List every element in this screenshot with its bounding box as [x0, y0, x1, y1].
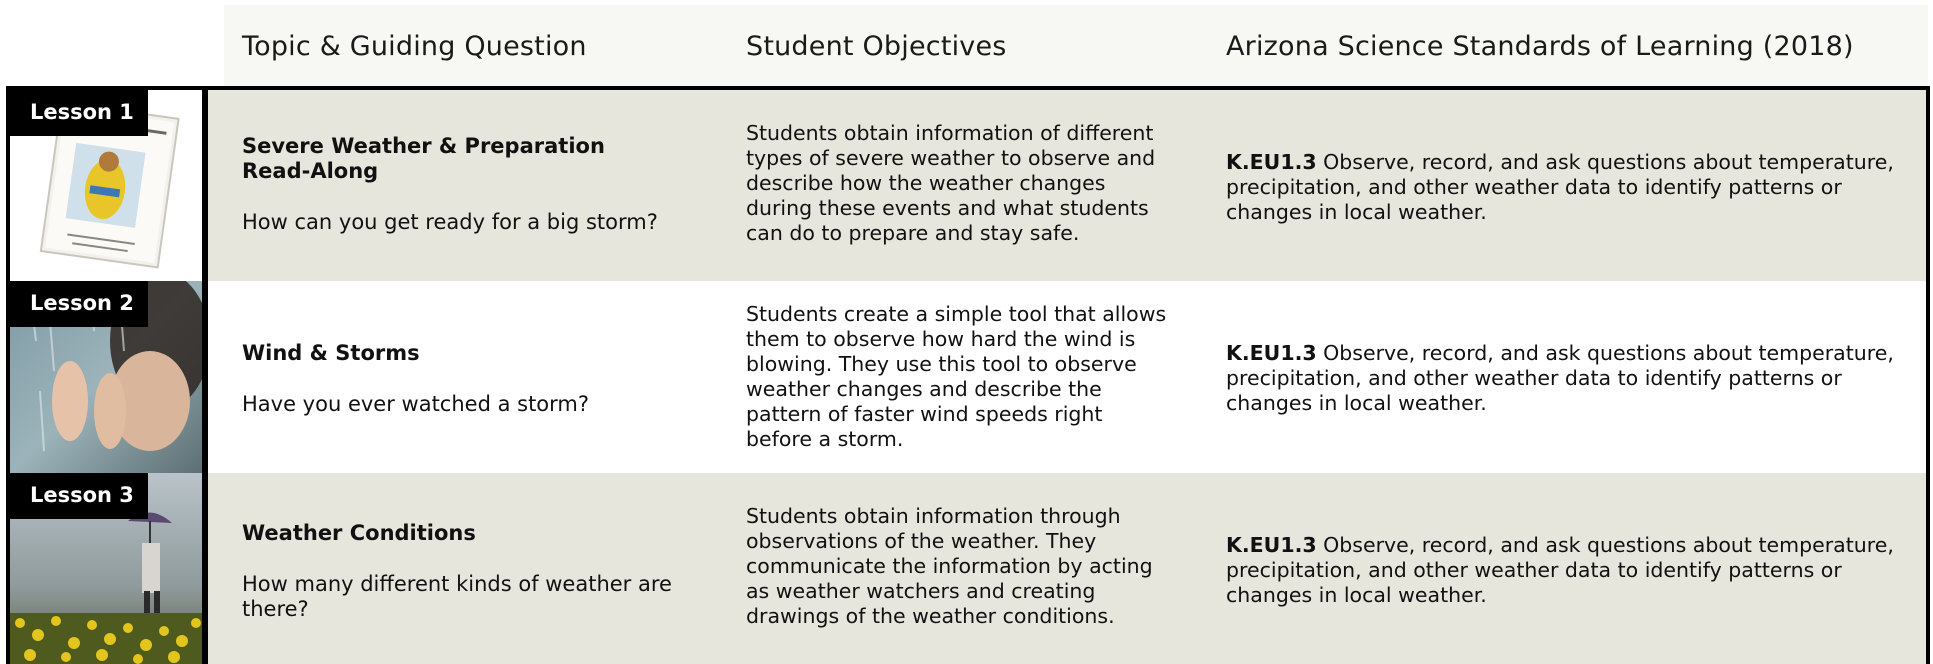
guiding-question: How can you get ready for a big storm? [242, 210, 658, 234]
standard-text: Observe, record, and ask questions about… [1226, 533, 1894, 607]
standards-cell: K.EU1.3 Observe, record, and ask questio… [1226, 533, 1926, 608]
guiding-question: How many different kinds of weather are … [242, 572, 672, 621]
objective-cell: Students obtain information through obse… [746, 504, 1153, 628]
guiding-question: Have you ever watched a storm? [242, 392, 590, 416]
lesson-2-thumbnail: Lesson 2 [10, 281, 202, 473]
lesson-1-thumbnail: Lesson 1 [10, 90, 202, 281]
column-header-topic: Topic & Guiding Question [242, 31, 587, 62]
standard-text: Observe, record, and ask questions about… [1226, 341, 1894, 415]
topic-title: Wind & Storms [242, 341, 420, 365]
standard-code: K.EU1.3 [1226, 533, 1317, 557]
table-header: Topic & Guiding Question Student Objecti… [224, 5, 1928, 86]
thumbnail-divider [202, 281, 208, 473]
standard-code: K.EU1.3 [1226, 341, 1317, 365]
objective-cell: Students create a simple tool that allow… [746, 302, 1167, 451]
topic-cell: Severe Weather & Preparation Read-Along … [242, 134, 702, 235]
standards-cell: K.EU1.3 Observe, record, and ask questio… [1226, 341, 1926, 416]
table-row: Lesson 1 Severe Weather & Preparation Re… [10, 90, 1926, 281]
topic-cell: Weather Conditions How many different ki… [242, 521, 722, 622]
table-row: Lesson 2 Wind & Storms Have you ever wat… [10, 281, 1926, 473]
standard-code: K.EU1.3 [1226, 150, 1317, 174]
column-header-standards: Arizona Science Standards of Learning (2… [1226, 31, 1854, 62]
lesson-3-thumbnail: Lesson 3 [10, 473, 202, 664]
objective-cell: Students obtain information of different… [746, 121, 1156, 245]
lesson-badge: Lesson 2 [10, 281, 148, 327]
table-row: Lesson 3 Weather Conditions How many dif… [10, 473, 1926, 664]
lesson-badge: Lesson 1 [10, 90, 148, 136]
topic-title: Weather Conditions [242, 521, 476, 545]
lesson-table: Lesson 1 Severe Weather & Preparation Re… [6, 86, 1930, 664]
thumbnail-divider [202, 90, 208, 281]
topic-cell: Wind & Storms Have you ever watched a st… [242, 341, 702, 417]
lesson-badge: Lesson 3 [10, 473, 148, 519]
topic-title: Severe Weather & Preparation Read-Along [242, 134, 605, 183]
thumbnail-divider [202, 473, 208, 664]
standard-text: Observe, record, and ask questions about… [1226, 150, 1894, 224]
standards-cell: K.EU1.3 Observe, record, and ask questio… [1226, 150, 1926, 225]
column-header-objectives: Student Objectives [746, 31, 1007, 62]
